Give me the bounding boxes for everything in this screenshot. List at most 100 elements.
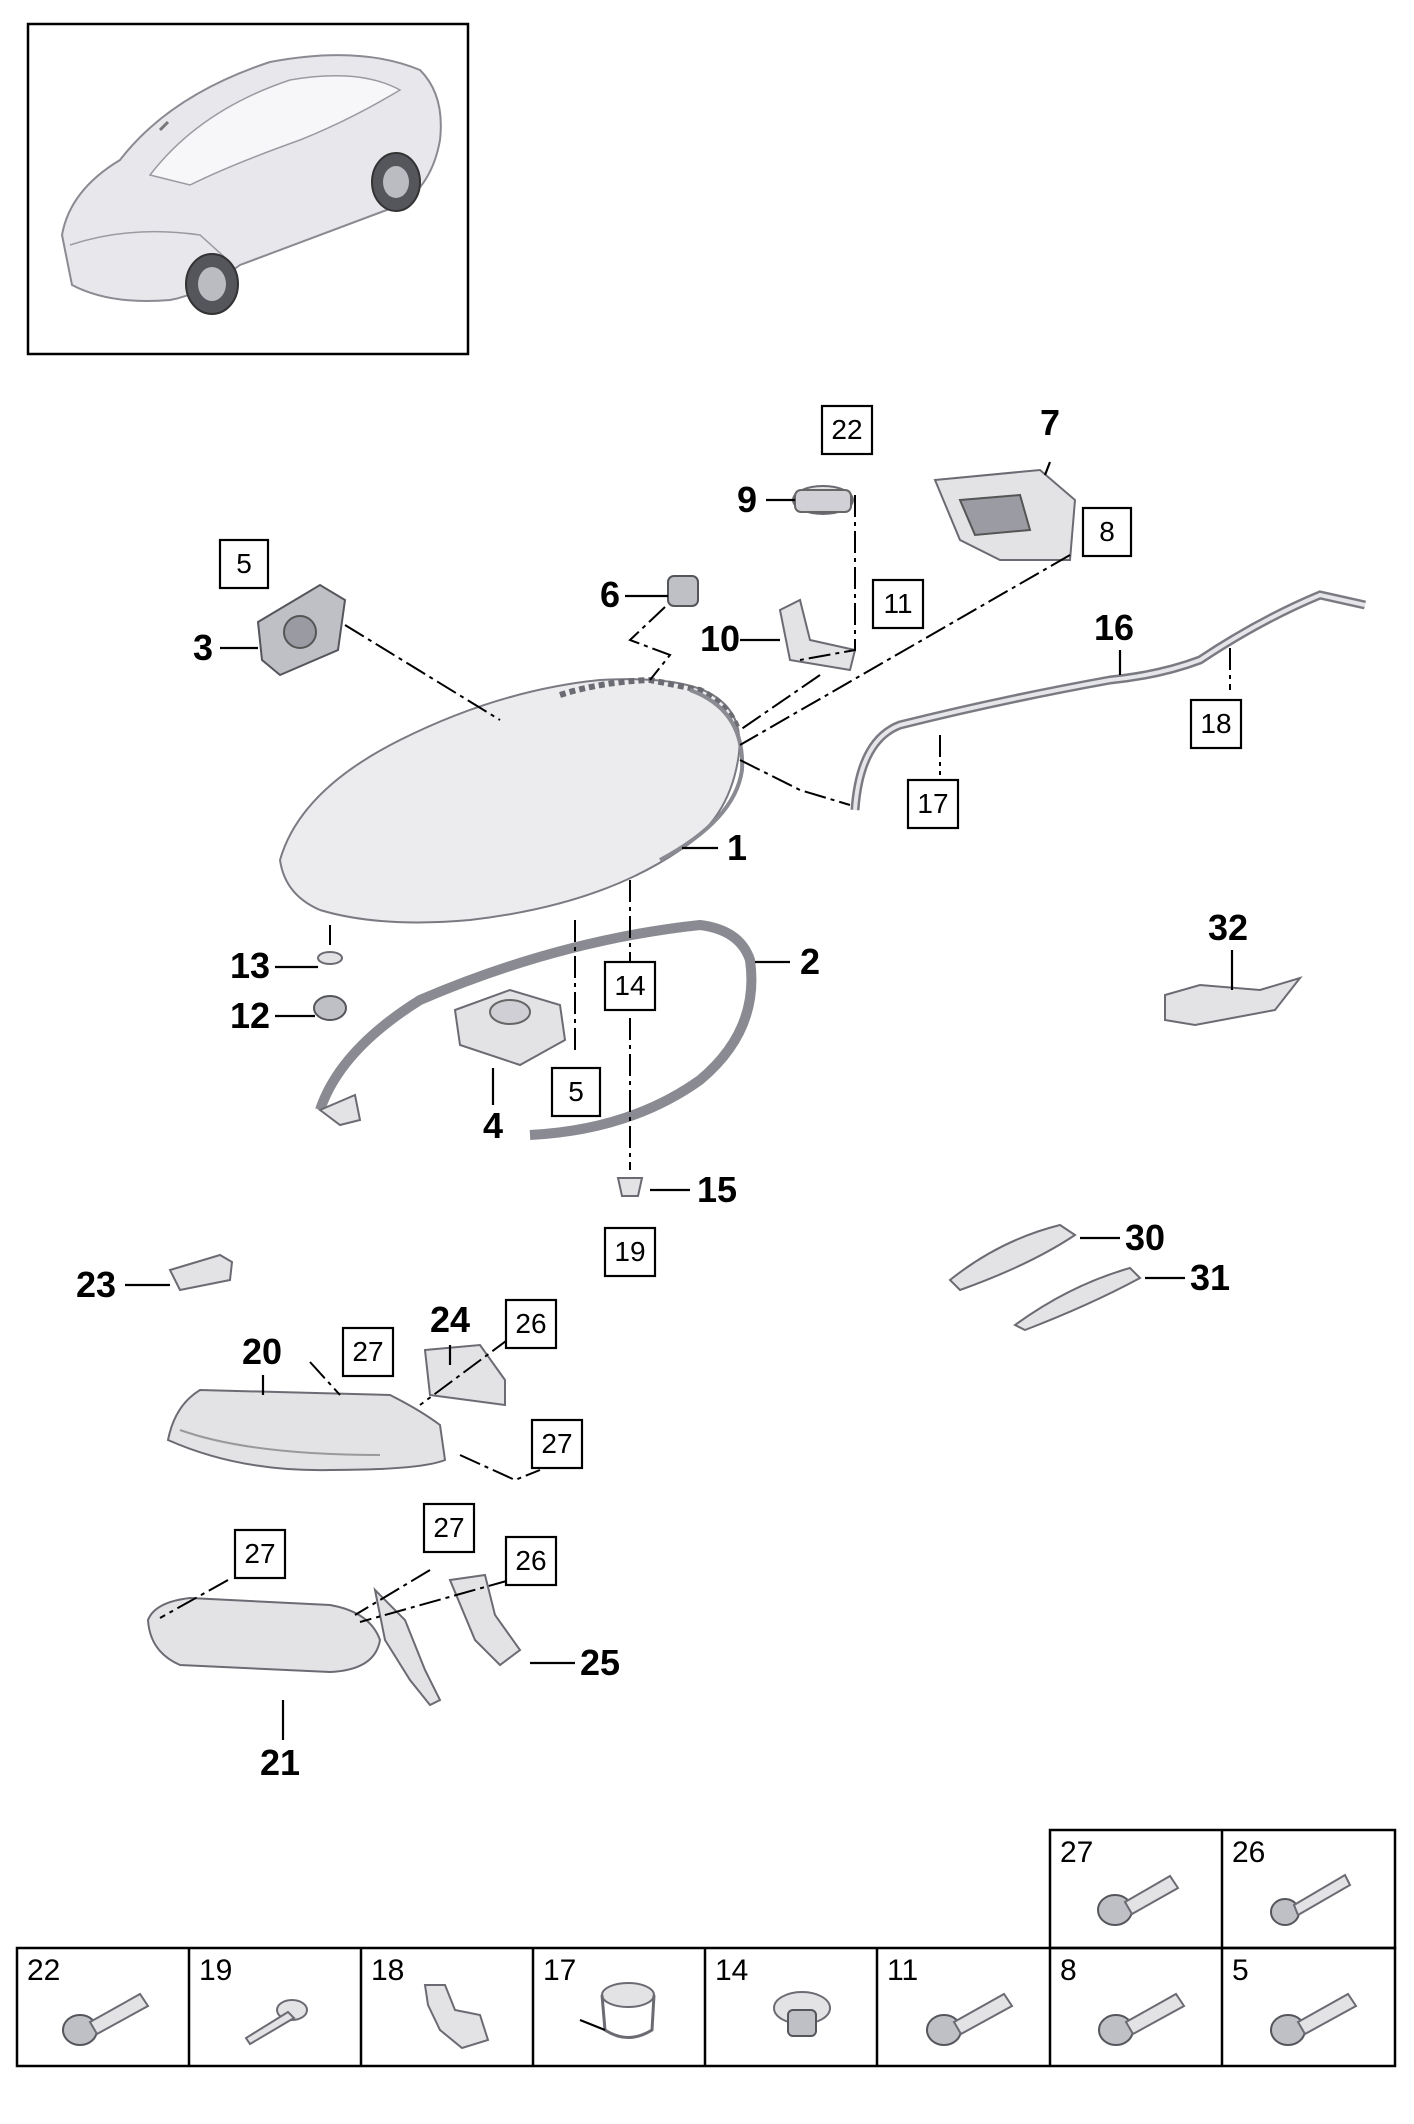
table-cell-label: 5 [1232, 1954, 1249, 1987]
svg-text:26: 26 [515, 1308, 546, 1339]
boxed-callout-11: 11 [871, 578, 925, 630]
callout-12: 12 [230, 995, 270, 1036]
callout-4: 4 [483, 1105, 503, 1146]
boxed-callout-8: 8 [1081, 506, 1133, 558]
boxed-callout-27: 27 [341, 1326, 395, 1378]
connection-line [309, 1361, 341, 1396]
control-module-3-icon [256, 583, 347, 677]
bolt-icon [1097, 1874, 1180, 1926]
adjuster-9-icon [792, 485, 854, 515]
headlight-assembly-icon [278, 676, 745, 924]
connection-line [739, 674, 821, 731]
callout-7: 7 [1040, 402, 1060, 443]
grommet-12-icon [313, 995, 347, 1021]
callout-13: 13 [230, 945, 270, 986]
bolt-icon [1098, 1992, 1186, 2046]
overview-frame [26, 22, 470, 356]
table-cell-label: 11 [887, 1954, 918, 1987]
clip-icon [244, 1999, 308, 2046]
bracket-24-icon [423, 1343, 506, 1407]
connection-line [344, 624, 501, 721]
svg-text:18: 18 [1200, 708, 1231, 739]
bracket-25-icon [448, 1573, 522, 1667]
callout-10: 10 [700, 618, 740, 659]
boxed-callout-17: 17 [906, 778, 960, 830]
callout-9: 9 [737, 479, 757, 520]
reflector-30-icon [948, 1223, 1077, 1292]
reflector-31-icon [1013, 1266, 1142, 1332]
svg-text:19: 19 [614, 1236, 645, 1267]
table-cell-label: 22 [27, 1954, 60, 1987]
svg-text:11: 11 [883, 588, 912, 619]
boxed-callout-5: 5 [550, 1066, 602, 1118]
leader-line [1043, 461, 1052, 476]
boxed-callout-22: 22 [820, 404, 874, 456]
svg-text:22: 22 [831, 414, 862, 445]
bolt-icon [926, 1992, 1014, 2046]
car-overview-icon [60, 54, 442, 315]
callout-3: 3 [193, 627, 213, 668]
boxed-callout-26: 26 [504, 1298, 558, 1350]
table-cell-label: 17 [543, 1954, 576, 1987]
boxed-callout-27: 27 [530, 1418, 584, 1470]
washer-13-icon [317, 951, 343, 965]
cap-6-icon [667, 575, 699, 607]
connection-line [799, 495, 856, 661]
callout-24: 24 [430, 1299, 470, 1340]
svg-text:8: 8 [1099, 516, 1115, 547]
connection-line [628, 606, 672, 681]
callout-20: 20 [242, 1331, 282, 1372]
connection-line [459, 1454, 541, 1482]
svg-text:5: 5 [568, 1076, 584, 1107]
clip-15-icon [616, 1177, 644, 1197]
callout-15: 15 [697, 1169, 737, 1210]
bolt-icon [62, 1992, 150, 2046]
bracket-10-icon [778, 598, 857, 672]
callout-32: 32 [1208, 907, 1248, 948]
callout-21: 21 [260, 1742, 300, 1783]
fog-lamp-21-icon [146, 1586, 442, 1707]
callout-6: 6 [600, 574, 620, 615]
bolt-icon [1270, 1873, 1352, 1926]
grommet-icon [773, 1991, 831, 2037]
housing-7-icon [933, 468, 1077, 561]
svg-text:27: 27 [244, 1538, 275, 1569]
boxed-callout-27: 27 [233, 1528, 287, 1580]
table-cell-label: 8 [1060, 1954, 1077, 1987]
connection-line [739, 759, 851, 806]
svg-text:27: 27 [352, 1336, 383, 1367]
svg-text:27: 27 [541, 1428, 572, 1459]
boxed-callout-19: 19 [603, 1226, 657, 1278]
fog-lamp-20-icon [166, 1388, 447, 1472]
connection-line [359, 1579, 511, 1623]
svg-text:26: 26 [515, 1545, 546, 1576]
connection-line [419, 1337, 511, 1406]
boxed-callout-26: 26 [504, 1535, 558, 1587]
callout-31: 31 [1190, 1257, 1230, 1298]
callout-1: 1 [727, 827, 747, 868]
clip-icon [579, 1982, 656, 2039]
led-module-4-icon [453, 988, 567, 1067]
svg-text:14: 14 [614, 970, 645, 1001]
callout-2: 2 [800, 941, 820, 982]
table-cell-label: 26 [1232, 1836, 1265, 1869]
trim-strip-icon [315, 919, 757, 1140]
connection-line [159, 1579, 229, 1619]
callout-25: 25 [580, 1642, 620, 1683]
callout-23: 23 [76, 1264, 116, 1305]
svg-text:5: 5 [236, 548, 252, 579]
hose-16-icon [850, 590, 1366, 811]
clip-icon [423, 1984, 490, 2050]
sidelight-32-icon [1164, 976, 1303, 1027]
callout-30: 30 [1125, 1217, 1165, 1258]
boxed-callout-18: 18 [1189, 698, 1243, 750]
bolt-icon [1270, 1992, 1358, 2046]
fastener-table: 27 26 22 19 18 17 14 11 8 5 [15, 1828, 1397, 2068]
table-cell-label: 14 [715, 1954, 748, 1987]
svg-text:27: 27 [433, 1512, 464, 1543]
svg-text:17: 17 [917, 788, 948, 819]
boxed-callout-27: 27 [422, 1502, 476, 1554]
table-cell-label: 27 [1060, 1836, 1093, 1869]
connection-line [354, 1569, 431, 1616]
